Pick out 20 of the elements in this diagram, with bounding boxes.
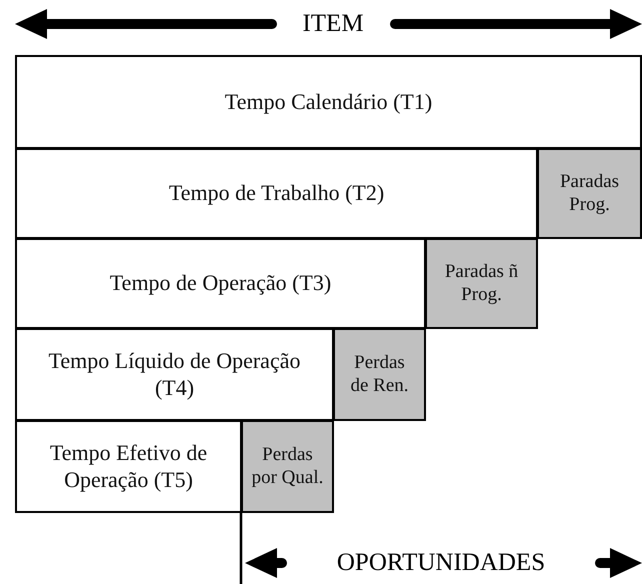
box-label: Tempo Calendário (T1) bbox=[224, 88, 432, 116]
box-label: Perdas de Ren. bbox=[349, 352, 410, 398]
loss-box bbox=[241, 420, 334, 513]
box-label: Tempo Efetivo de Operação (T5) bbox=[48, 440, 208, 493]
dimension-label: ITEM bbox=[302, 11, 364, 36]
time-box bbox=[15, 420, 242, 513]
loss-box bbox=[425, 238, 538, 329]
time-box bbox=[15, 238, 426, 329]
box-label: Paradas Prog. bbox=[558, 170, 620, 216]
loss-box bbox=[333, 328, 426, 421]
box-label: Tempo Líquido de Operação (T4) bbox=[48, 348, 302, 401]
loss-box bbox=[537, 148, 642, 239]
box-label: Tempo de Trabalho (T2) bbox=[168, 180, 384, 207]
time-box bbox=[15, 55, 642, 149]
time-box bbox=[15, 148, 538, 239]
box-label: Paradas ñ Prog. bbox=[444, 260, 520, 306]
time-box bbox=[15, 328, 334, 421]
dimension-label: OPORTUNIDADES bbox=[336, 550, 546, 575]
box-label: Tempo de Operação (T3) bbox=[110, 270, 332, 297]
box-label: Perdas por Qual. bbox=[251, 444, 324, 490]
